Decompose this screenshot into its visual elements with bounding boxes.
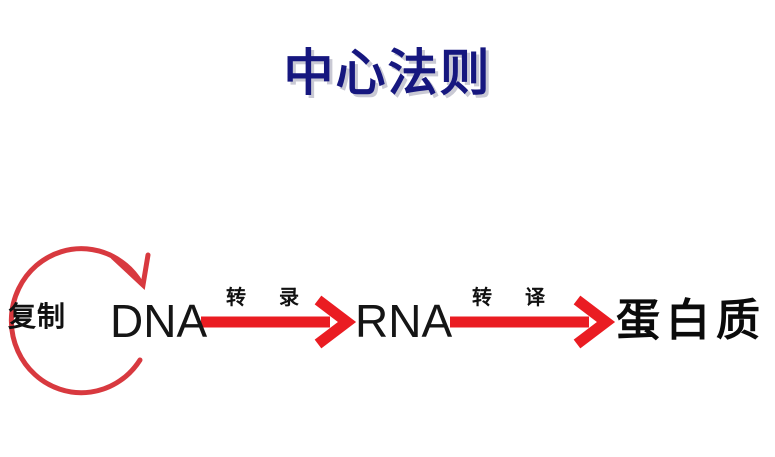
transcription-arrow <box>201 295 357 349</box>
replication-label: 复制 <box>8 300 67 333</box>
node-label-rna: RNA <box>355 295 453 347</box>
node-label-protein: 蛋白质 <box>616 295 766 346</box>
translation-label: 转 译 <box>472 285 558 309</box>
page-title: 中心法则 <box>283 43 492 102</box>
replication-loop-arrow <box>8 246 151 396</box>
translation-arrow <box>450 295 616 349</box>
transcription-label: 转 录 <box>226 285 312 309</box>
node-label-dna: DNA <box>110 295 208 347</box>
